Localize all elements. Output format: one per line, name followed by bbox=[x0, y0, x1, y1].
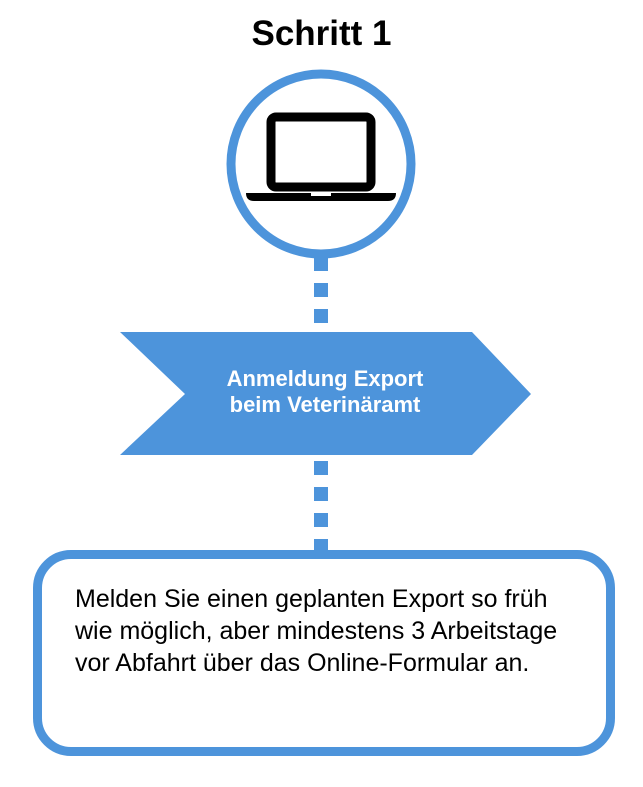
banner-label-line-1: Anmeldung Export bbox=[226, 366, 424, 391]
info-box bbox=[33, 550, 615, 756]
connector-dots-top bbox=[314, 257, 328, 323]
laptop-icon bbox=[246, 112, 396, 201]
connector-dots-bottom bbox=[314, 461, 328, 551]
step-title: Schritt 1 bbox=[251, 14, 392, 53]
icon-circle bbox=[226, 69, 416, 259]
step-banner bbox=[120, 332, 531, 455]
banner-label-line-2: beim Veterinäramt bbox=[229, 392, 421, 417]
banner-label: Anmeldung Export beim Veterinäramt bbox=[190, 366, 460, 418]
info-text: Melden Sie einen geplanten Export so frü… bbox=[75, 585, 558, 677]
